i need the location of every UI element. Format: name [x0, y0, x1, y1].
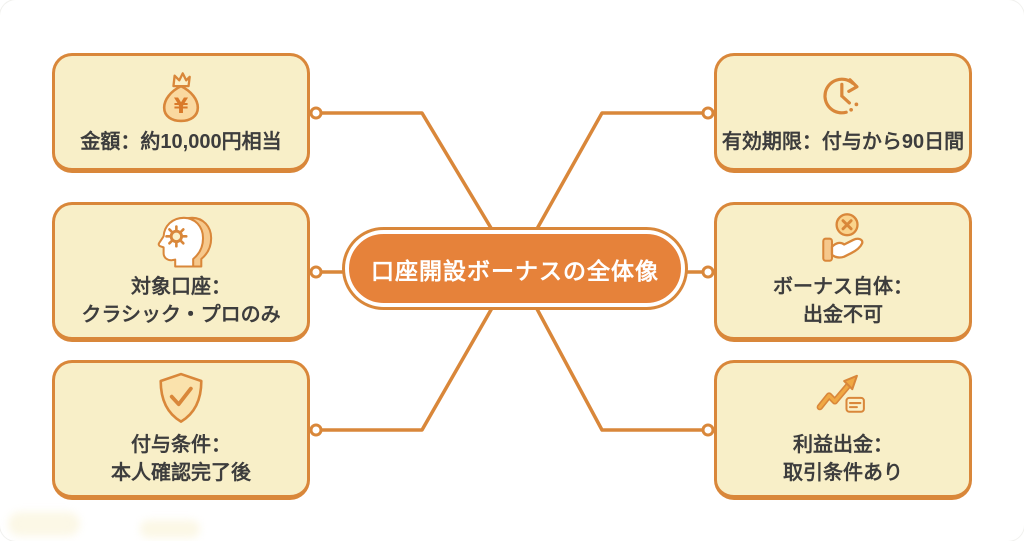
- connector-dot: [309, 423, 323, 437]
- node-label-line: 出金不可: [803, 304, 883, 326]
- node-validity-period: 有効期限：付与から90日間: [714, 53, 972, 173]
- watermark-smudge: [140, 520, 200, 538]
- connector-line: [316, 267, 517, 432]
- node-amount: ¥ 金額：約10,000円相当: [52, 53, 310, 173]
- node-label: ボーナス自体： 出金不可: [773, 274, 913, 329]
- node-label-line: 本人確認完了後: [111, 462, 251, 484]
- node-eligible-accounts: 対象口座： クラシック・プロのみ: [52, 202, 310, 342]
- shield-check-icon: [159, 373, 203, 424]
- node-label-line: クラシック・プロのみ: [81, 304, 281, 326]
- connector-line: [316, 111, 517, 269]
- node-label: 付与条件： 本人確認完了後: [111, 432, 251, 487]
- connector-line: [513, 111, 708, 269]
- center-node-label: 口座開設ボーナスの全体像: [371, 257, 659, 284]
- center-node: 口座開設ボーナスの全体像: [345, 230, 685, 307]
- head-gear-icon: [157, 217, 213, 268]
- node-label-line: 付与条件：: [131, 434, 231, 457]
- connector-dot: [701, 106, 715, 120]
- money-bag-icon: ¥: [162, 72, 200, 123]
- connector-line: [513, 267, 708, 432]
- node-label-line: 対象口座：: [130, 276, 231, 299]
- node-bonus-withdrawal: ボーナス自体： 出金不可: [714, 202, 972, 342]
- connector-dot: [309, 265, 323, 279]
- connector-dot: [701, 423, 715, 437]
- node-label-line: 取引条件あり: [783, 462, 903, 484]
- node-label: 利益出金： 取引条件あり: [783, 432, 903, 487]
- node-profit-withdrawal: 利益出金： 取引条件あり: [714, 360, 972, 500]
- connector-dot: [701, 265, 715, 279]
- node-label-line: 金額：約10,000円相当: [80, 131, 282, 154]
- hand-cross-icon: [822, 213, 864, 263]
- node-label: 対象口座： クラシック・プロのみ: [81, 274, 280, 329]
- connector-dot: [309, 106, 323, 120]
- node-label-line: ボーナス自体：: [773, 276, 913, 299]
- watermark-smudge: [8, 512, 80, 536]
- clock-deadline-icon: [823, 77, 859, 115]
- trend-document-icon: [816, 375, 865, 414]
- node-label-line: 有効期限：付与から90日間: [721, 131, 965, 154]
- svg-text:¥: ¥: [174, 94, 189, 118]
- node-label: 有効期限：付与から90日間: [722, 129, 964, 157]
- node-grant-condition: 付与条件： 本人確認完了後: [52, 360, 310, 500]
- node-label: 金額：約10,000円相当: [80, 129, 281, 157]
- node-label-line: 利益出金：: [793, 434, 893, 457]
